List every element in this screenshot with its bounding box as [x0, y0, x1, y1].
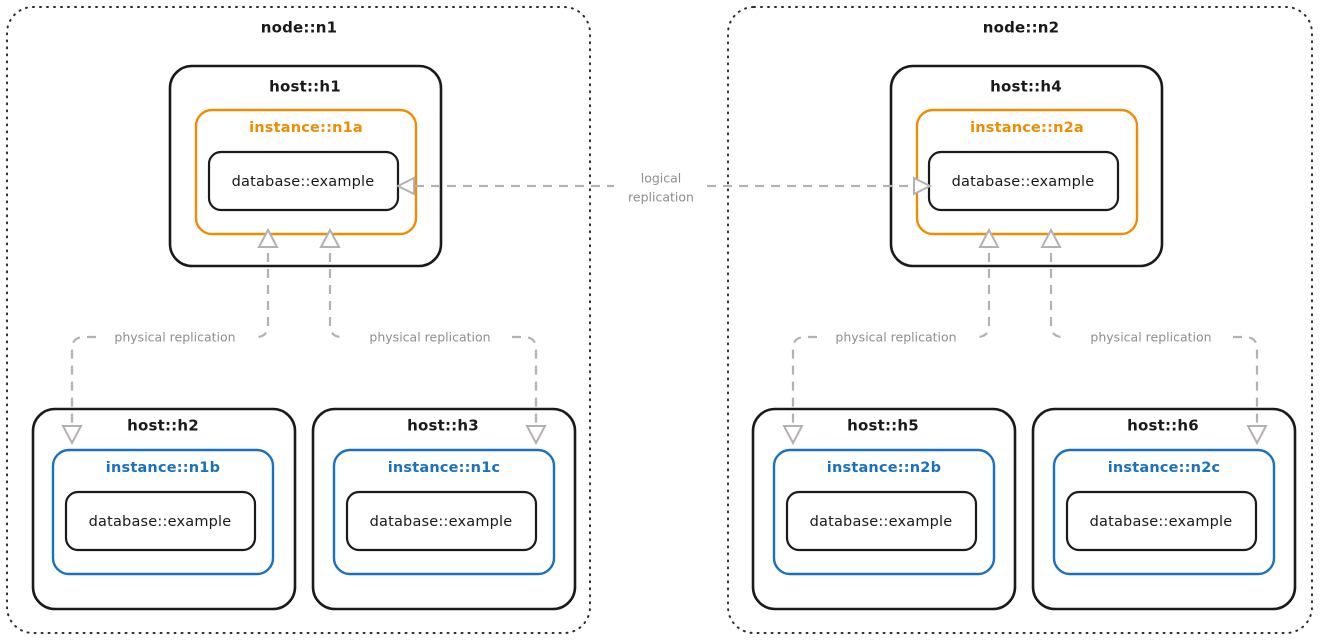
host-group-h4[interactable]: host::h4 instance::n2a database::example — [889, 64, 1164, 268]
node-group-n1[interactable]: node::n1 — [6, 6, 591, 634]
database-box-h4[interactable] — [927, 150, 1120, 212]
node-container-n2[interactable] — [727, 6, 1313, 634]
host-group-h3[interactable]: host::h3 instance::n1c database::example — [311, 407, 577, 611]
host-group-h2[interactable]: host::h2 instance::n1b database::example — [31, 407, 297, 611]
host-label-h6: host::h6 — [1127, 417, 1199, 435]
edge-physical-n1a-n1c-arrowhead-target — [525, 425, 547, 446]
database-label-h4: database::example — [952, 174, 1095, 190]
instance-label-n2a: instance::n2a — [970, 120, 1084, 136]
database-label-h5: database::example — [810, 514, 953, 530]
edge-physical-n1a-n1b-path — [70, 253, 270, 424]
edge-physical-n2a-n2b[interactable]: physical replication — [782, 227, 1000, 446]
edge-logical-arrowhead-right — [913, 176, 933, 196]
host-label-h3: host::h3 — [407, 417, 479, 435]
database-box-h6[interactable] — [1065, 490, 1258, 552]
host-label-h1: host::h1 — [269, 78, 341, 96]
database-box-h1[interactable] — [207, 150, 400, 212]
instance-label-n2c: instance::n2c — [1108, 460, 1221, 476]
edge-logical-label-line2: replication — [628, 190, 694, 205]
instance-box-n1c[interactable] — [332, 448, 556, 576]
node-container-n1[interactable] — [6, 6, 591, 634]
database-label-h1: database::example — [232, 174, 375, 190]
edge-physical-n1a-n1b[interactable]: physical replication — [61, 227, 279, 446]
instance-label-n1b: instance::n1b — [106, 460, 220, 476]
database-box-h5[interactable] — [785, 490, 978, 552]
edge-physical-n1a-n1c[interactable]: physical replication — [319, 227, 547, 446]
edge-physical-n2a-n2c-label: physical replication — [1090, 330, 1211, 345]
edge-physical-n1a-n1c-label: physical replication — [369, 330, 490, 345]
instance-box-n2c[interactable] — [1052, 448, 1276, 576]
host-group-h5[interactable]: host::h5 instance::n2b database::example — [751, 407, 1017, 611]
instance-box-n2b[interactable] — [772, 448, 996, 576]
edge-logical-arrowhead-left — [395, 176, 415, 196]
database-box-h2[interactable] — [64, 490, 257, 552]
edge-physical-n2a-n2b-label: physical replication — [835, 330, 956, 345]
edge-physical-n2a-n2c-path — [1049, 253, 1259, 424]
host-group-h6[interactable]: host::h6 instance::n2c database::example — [1031, 407, 1297, 611]
node-label-n2: node::n2 — [983, 19, 1060, 37]
edge-physical-n2a-n2c-arrowhead-source — [1040, 227, 1062, 248]
edge-physical-n2a-n2b-arrowhead-source — [978, 227, 1000, 248]
edge-logical-label-line1: logical — [641, 171, 682, 186]
edge-physical-n1a-n1b-arrowhead-source — [257, 227, 279, 248]
edge-physical-n1a-n1c-arrowhead-source — [319, 227, 341, 248]
instance-box-n1a[interactable] — [194, 108, 418, 236]
node-group-n2[interactable]: node::n2 — [727, 6, 1313, 634]
host-label-h4: host::h4 — [990, 78, 1062, 96]
host-label-h5: host::h5 — [847, 417, 919, 435]
database-label-h2: database::example — [89, 514, 232, 530]
edge-physical-n1a-n1b-label: physical replication — [114, 330, 235, 345]
host-label-h2: host::h2 — [127, 417, 199, 435]
edge-logical-replication[interactable]: logical replication — [395, 171, 933, 205]
instance-label-n2b: instance::n2b — [827, 460, 941, 476]
edge-physical-n2a-n2b-path — [791, 253, 991, 424]
instance-label-n1c: instance::n1c — [388, 460, 501, 476]
edge-physical-n2a-n2c-arrowhead-target — [1246, 425, 1268, 446]
edge-physical-n1a-n1c-path — [328, 253, 538, 424]
edge-physical-n2a-n2c[interactable]: physical replication — [1040, 227, 1268, 446]
instance-box-n1b[interactable] — [51, 448, 275, 576]
edge-physical-n2a-n2b-arrowhead-target — [782, 425, 804, 446]
instance-label-n1a: instance::n1a — [249, 120, 363, 136]
database-box-h3[interactable] — [345, 490, 538, 552]
instance-box-n2a[interactable] — [915, 108, 1139, 236]
host-group-h1[interactable]: host::h1 instance::n1a database::example — [168, 64, 443, 268]
edge-physical-n1a-n1b-arrowhead-target — [61, 425, 83, 446]
database-label-h3: database::example — [370, 514, 513, 530]
database-label-h6: database::example — [1090, 514, 1233, 530]
node-label-n1: node::n1 — [261, 19, 338, 37]
